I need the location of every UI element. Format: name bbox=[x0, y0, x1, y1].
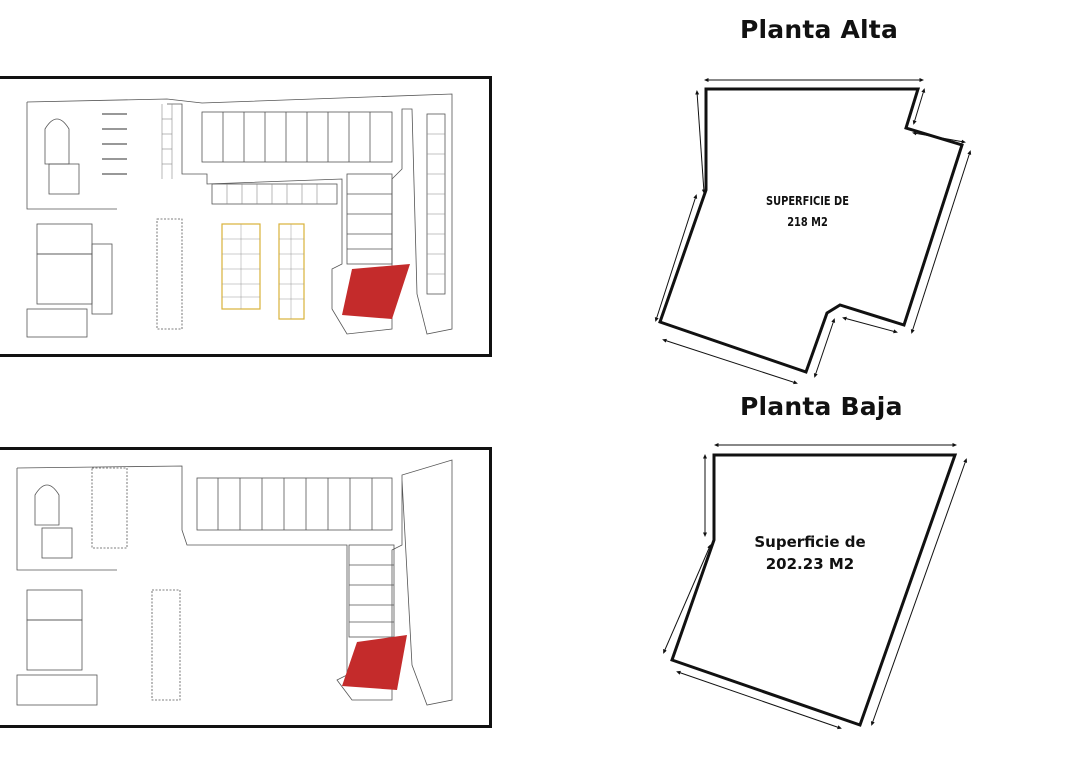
site-plan-ground-drawing bbox=[16, 459, 453, 706]
upper-floor-area-value: 218 M2 bbox=[787, 215, 828, 229]
upper-floor-area-label: SUPERFICIE DE 218 M2 bbox=[752, 191, 863, 233]
ground-floor-dimension-arrows bbox=[663, 443, 968, 730]
site-plan-upper-floor bbox=[0, 76, 492, 357]
ground-floor-heading: Planta Baja bbox=[740, 392, 903, 421]
site-plan-ground-floor bbox=[0, 447, 492, 728]
highlighted-unit-upper bbox=[342, 264, 410, 319]
site-plan-upper-drawing bbox=[26, 93, 453, 338]
ground-floor-area-value: 202.23 M2 bbox=[765, 555, 855, 573]
upper-floor-dimension-arrows bbox=[654, 78, 972, 385]
highlighted-unit-ground bbox=[342, 635, 407, 690]
upper-floor-heading: Planta Alta bbox=[740, 15, 899, 44]
upper-floor-area-caption: SUPERFICIE DE bbox=[766, 194, 849, 208]
ground-floor-area-label: Superficie de 202.23 M2 bbox=[740, 531, 880, 575]
ground-floor-area-caption: Superficie de bbox=[754, 533, 866, 551]
